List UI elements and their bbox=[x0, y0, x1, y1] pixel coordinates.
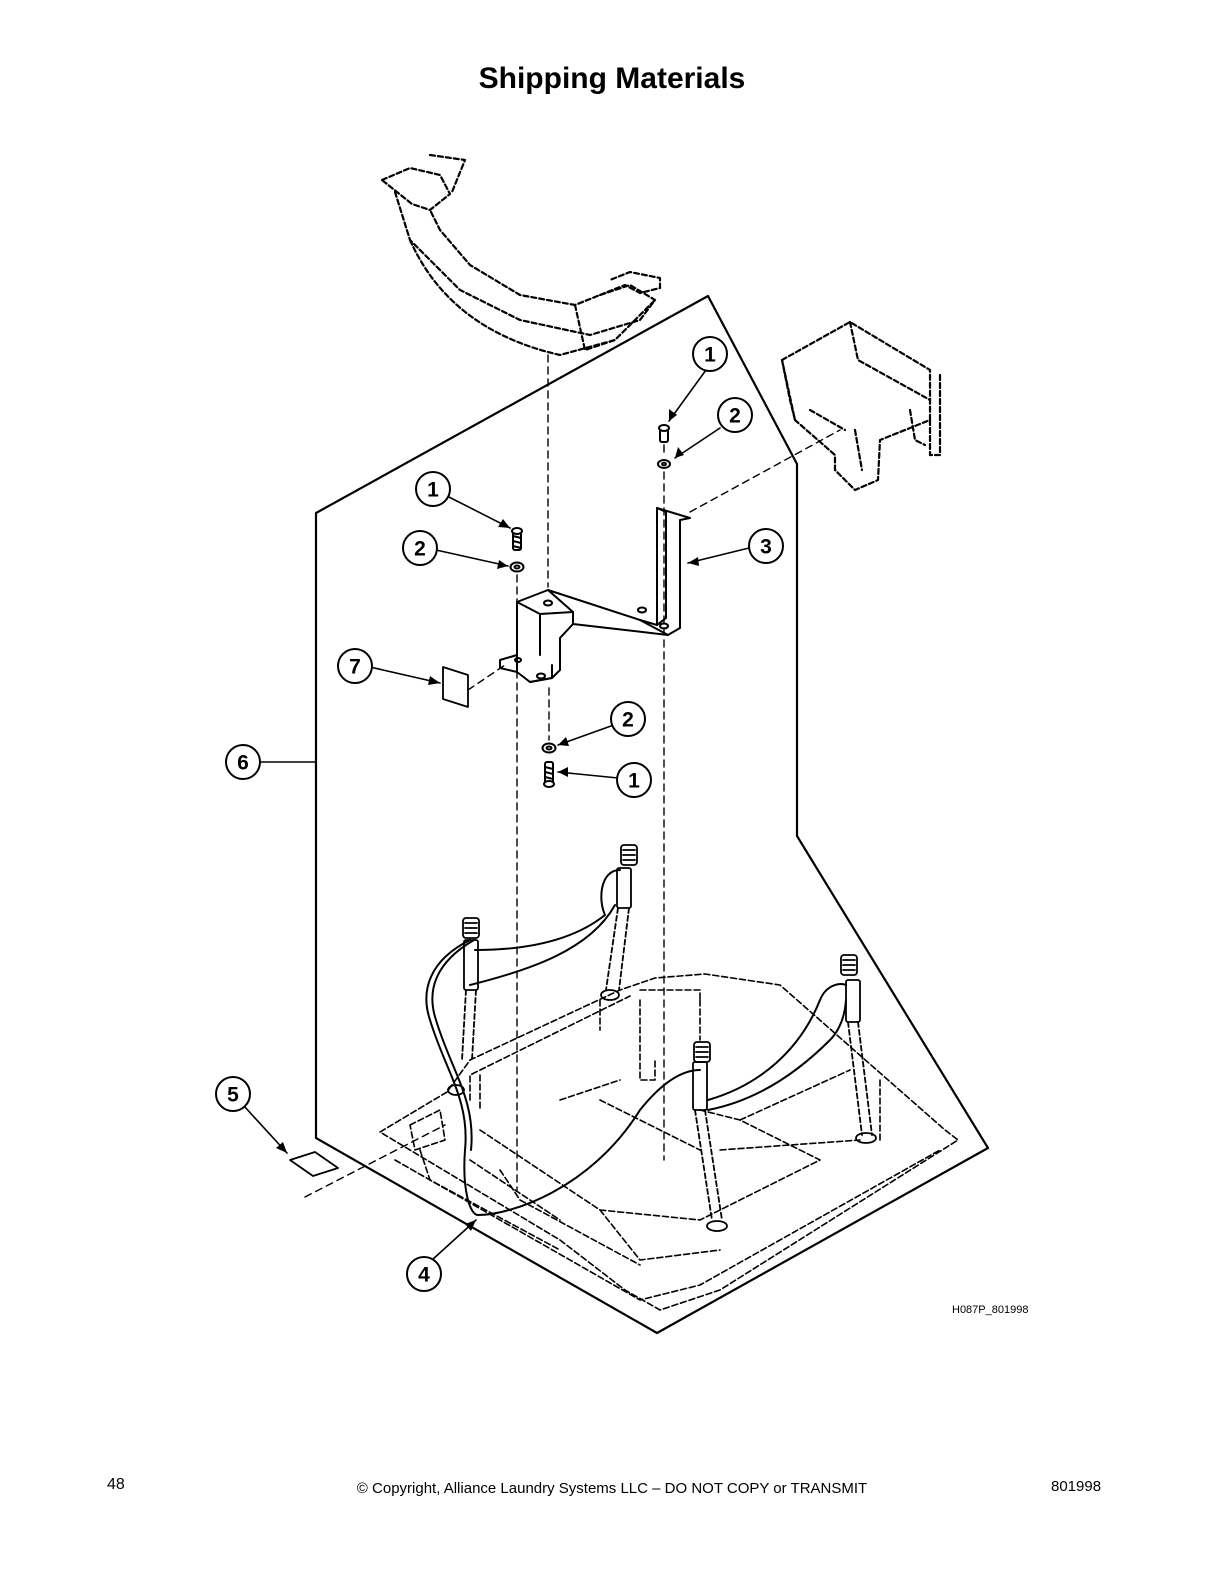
washer-bottom bbox=[541, 742, 557, 754]
shipping-bracket bbox=[499, 507, 691, 683]
callout-5: 5 bbox=[227, 1084, 239, 1107]
callout-1-top: 1 bbox=[704, 344, 716, 367]
callout-1-bottom: 1 bbox=[628, 770, 640, 793]
page-title: Shipping Materials bbox=[478, 62, 746, 95]
callout-2-bottom: 2 bbox=[622, 709, 634, 732]
figure-id: H087P_801998 bbox=[952, 1304, 1028, 1316]
base-label bbox=[289, 1151, 339, 1177]
callout-1-left: 1 bbox=[427, 479, 439, 502]
bolt-left bbox=[511, 527, 523, 551]
shipping-strap bbox=[425, 869, 847, 1216]
callout-2-left: 2 bbox=[414, 538, 426, 561]
washer-top-right bbox=[657, 459, 671, 469]
callout-circles bbox=[215, 336, 784, 1292]
side-bracket bbox=[780, 320, 942, 492]
callout-3: 3 bbox=[760, 536, 772, 559]
washer-left bbox=[509, 561, 525, 573]
callout-4: 4 bbox=[418, 1264, 430, 1287]
arrowheads bbox=[276, 409, 699, 1231]
copyright-notice: © Copyright, Alliance Laundry Systems LL… bbox=[356, 1480, 868, 1497]
bolt-top-right bbox=[658, 424, 670, 443]
callout-2-top: 2 bbox=[729, 405, 741, 428]
leader-lines bbox=[243, 369, 750, 1261]
bolt-bottom bbox=[543, 761, 555, 788]
top-crossbar bbox=[380, 153, 662, 357]
document-number: 801998 bbox=[1051, 1478, 1102, 1495]
page-number: 48 bbox=[107, 1476, 125, 1493]
bracket-label bbox=[442, 666, 469, 708]
suspension-rods bbox=[447, 844, 877, 1232]
carton-outline bbox=[314, 294, 990, 1335]
callout-6: 6 bbox=[237, 752, 249, 775]
callout-7: 7 bbox=[349, 656, 361, 679]
